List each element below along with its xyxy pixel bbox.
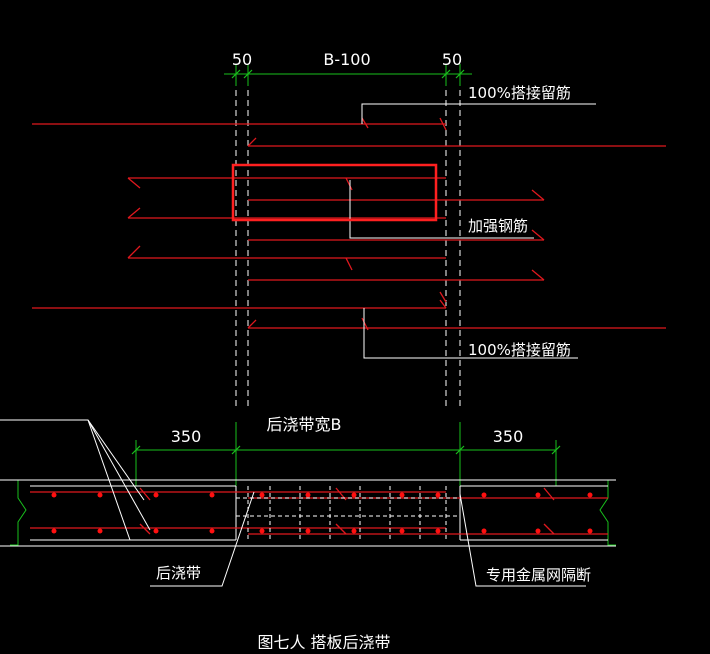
label-reinforcement: 加强钢筋	[468, 217, 528, 235]
slab-outline	[0, 479, 616, 547]
section-dimension	[10, 422, 616, 546]
section-rebars	[30, 487, 608, 535]
section-dim-left: 350	[171, 427, 202, 446]
label-bottom-lap-bars: 100%搭接留筋	[468, 341, 571, 359]
label-top-lap-bars: 100%搭接留筋	[468, 84, 571, 102]
rebar-dots	[51, 492, 593, 534]
plan-view: 50 B-100 50	[32, 50, 666, 408]
plan-leaders	[349, 103, 596, 359]
section-view: 350 后浇带宽B 350	[0, 415, 616, 587]
figure-caption: 图七人 搭板后浇带	[257, 633, 390, 649]
section-dim-center: 后浇带宽B	[267, 415, 342, 434]
label-post-cast-strip: 后浇带	[156, 564, 201, 582]
plan-dim-left: 50	[232, 50, 252, 69]
plan-dim-center: B-100	[323, 50, 370, 69]
section-dim-right: 350	[493, 427, 524, 446]
plan-dashed-lines	[235, 70, 461, 408]
plan-dimension	[224, 64, 472, 86]
section-leaders	[0, 419, 586, 587]
plan-rebars	[32, 117, 666, 331]
metal-mesh	[236, 486, 460, 540]
label-metal-mesh: 专用金属网隔断	[486, 566, 591, 584]
highlight-box	[231, 163, 438, 222]
plan-dim-right: 50	[442, 50, 462, 69]
